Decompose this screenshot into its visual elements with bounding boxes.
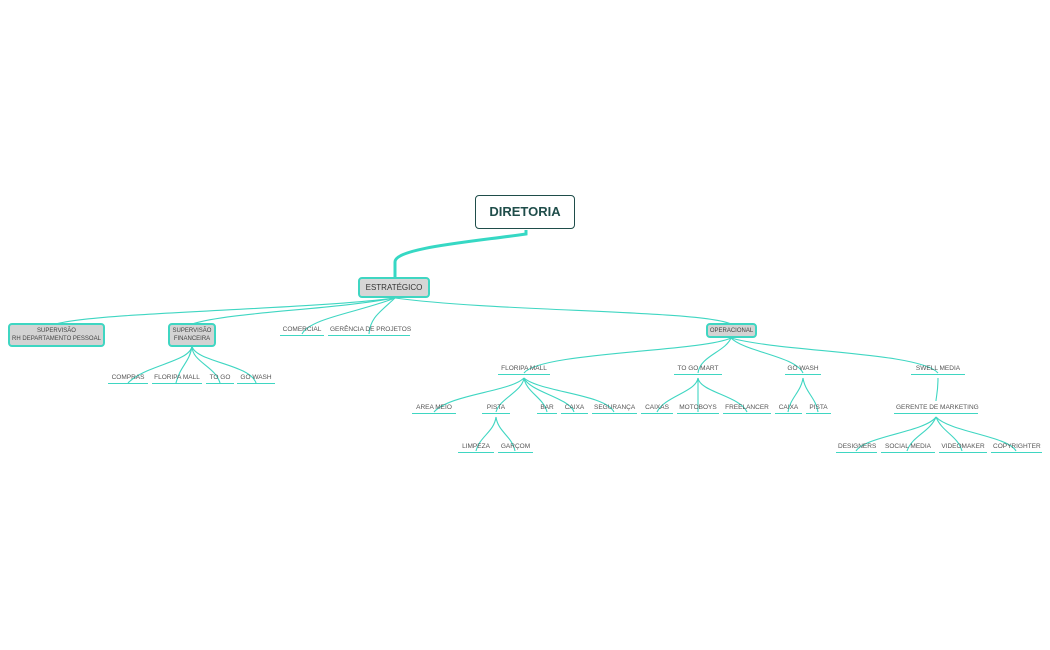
- node-garcom[interactable]: GARÇOM: [498, 442, 533, 453]
- node-comercial[interactable]: COMERCIAL: [280, 325, 324, 336]
- node-go-wash-fin[interactable]: GO WASH: [237, 373, 275, 384]
- node-seguranca[interactable]: SEGURANÇA: [592, 403, 637, 414]
- node-supervisao-financeira-line2: FINANCEIRA: [173, 336, 211, 342]
- node-caixas[interactable]: CAIXAS: [641, 403, 673, 414]
- node-gerente-marketing[interactable]: GERENTE DE MARKETING: [894, 403, 979, 414]
- node-pista-gowash[interactable]: PISTA: [806, 403, 831, 414]
- node-pista-floripa[interactable]: PISTA: [482, 403, 510, 414]
- node-area-meio[interactable]: AREA MEIO: [412, 403, 456, 414]
- node-freelancer[interactable]: FREELANCER: [723, 403, 771, 414]
- node-operacional-label: OPERACIONAL: [709, 327, 754, 334]
- node-caixa-floripa[interactable]: CAIXA: [561, 403, 588, 414]
- node-go-wash[interactable]: GO WASH: [785, 364, 821, 375]
- node-supervisao-rh[interactable]: SUPERVISÃO RH DEPARTAMENTO PESSOAL: [8, 323, 105, 347]
- node-supervisao-rh-line2: RH DEPARTAMENTO PESSOAL: [12, 336, 101, 342]
- node-supervisao-financeira-line1: SUPERVISÃO: [172, 328, 212, 334]
- node-designers[interactable]: DESIGNERS: [836, 442, 877, 453]
- node-supervisao-rh-line1: SUPERVISÃO: [37, 328, 76, 334]
- node-swell-media[interactable]: SWELL MEDIA: [911, 364, 965, 375]
- root-node-diretoria[interactable]: DIRETORIA: [475, 195, 575, 229]
- node-social-media[interactable]: SOCIAL MEDIA: [881, 442, 935, 453]
- node-bar[interactable]: BAR: [537, 403, 557, 414]
- node-copyrighter[interactable]: COPYRIGHTER: [991, 442, 1042, 453]
- node-operacional[interactable]: OPERACIONAL: [706, 323, 757, 338]
- node-supervisao-financeira[interactable]: SUPERVISÃO FINANCEIRA: [168, 323, 216, 347]
- node-gerencia-projetos[interactable]: GERÊNCIA DE PROJETOS: [328, 325, 411, 336]
- main-node-estrategico[interactable]: ESTRATÉGICO: [358, 277, 430, 298]
- node-compras[interactable]: COMPRAS: [108, 373, 148, 384]
- node-to-go-mart[interactable]: TO GO MART: [674, 364, 722, 375]
- node-limpeza[interactable]: LIMPEZA: [458, 442, 494, 453]
- node-floripa-mall[interactable]: FLORIPA MALL: [498, 364, 550, 375]
- node-to-go[interactable]: TO GO: [206, 373, 234, 384]
- node-videomaker[interactable]: VIDEOMAKER: [939, 442, 987, 453]
- node-caixa-gowash[interactable]: CAIXA: [775, 403, 802, 414]
- node-floripa-mall-fin[interactable]: FLORIPA MALL: [152, 373, 202, 384]
- node-motoboys[interactable]: MOTOBOYS: [677, 403, 719, 414]
